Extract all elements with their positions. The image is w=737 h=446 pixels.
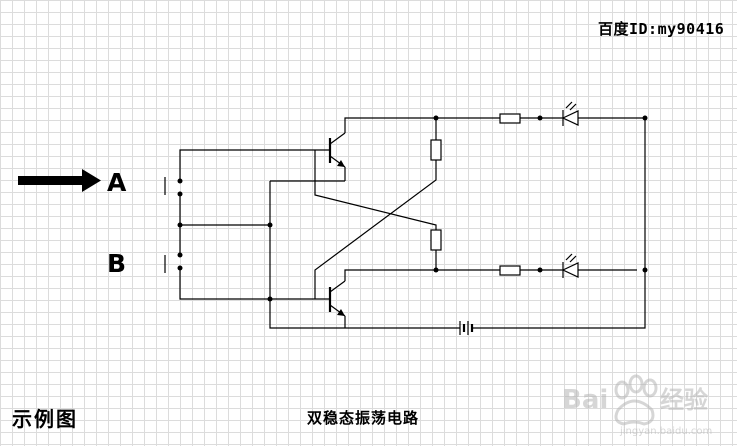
author-id: 百度ID:my90416 xyxy=(598,20,725,38)
right-arrow-icon xyxy=(18,169,101,192)
transistor-q2 xyxy=(328,267,637,328)
input-label-a: A xyxy=(107,168,127,197)
led-branch-bottom xyxy=(499,253,648,278)
baidu-jingyan-logo: Bai 经验 jingyan.baidu.com xyxy=(562,374,712,437)
cross-coupling xyxy=(314,118,442,299)
svg-text:Bai: Bai xyxy=(562,385,608,415)
transistor-q1 xyxy=(328,115,637,181)
input-label-b: B xyxy=(107,249,127,278)
svg-text:jingyan.baidu.com: jingyan.baidu.com xyxy=(619,426,712,437)
example-caption: 示例图 xyxy=(12,407,78,431)
input-wiring xyxy=(177,149,330,300)
led-branch-top xyxy=(499,101,648,126)
diagram-title: 双稳态振荡电路 xyxy=(307,409,420,427)
battery xyxy=(459,117,646,335)
ground-rail xyxy=(267,180,460,329)
svg-text:经验: 经验 xyxy=(660,386,708,414)
